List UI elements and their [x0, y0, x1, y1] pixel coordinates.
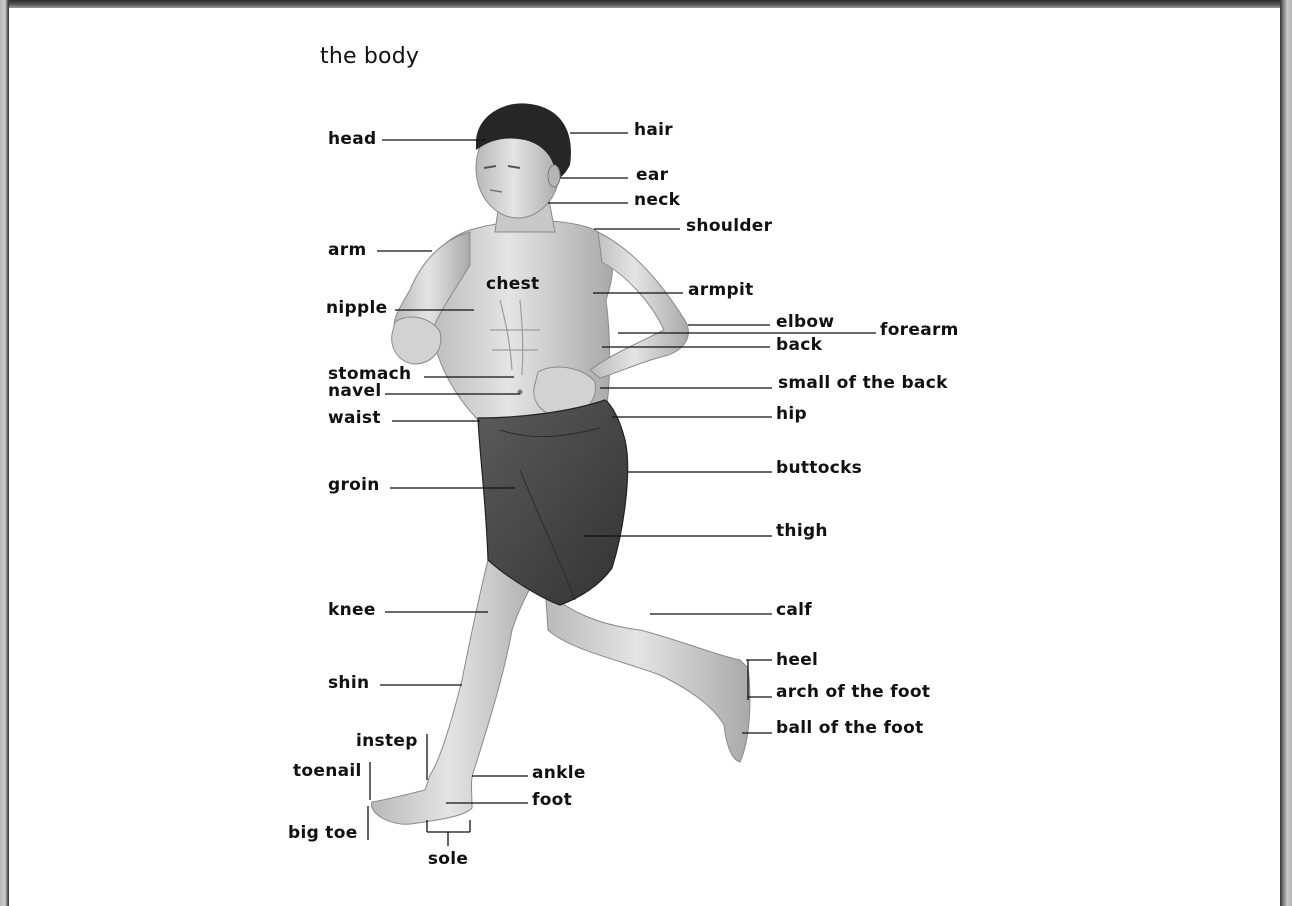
label-knee: knee — [328, 600, 376, 620]
label-chest: chest — [486, 274, 539, 294]
label-ankle: ankle — [532, 763, 586, 783]
label-sole: sole — [428, 849, 468, 869]
label-navel: navel — [328, 381, 382, 401]
label-instep: instep — [356, 731, 418, 751]
label-shoulder: shoulder — [686, 216, 772, 236]
label-big-toe: big toe — [288, 823, 358, 843]
label-toenail: toenail — [293, 761, 362, 781]
front-leg — [371, 560, 545, 824]
front-fist — [392, 317, 441, 364]
label-waist: waist — [328, 408, 381, 428]
label-calf: calf — [776, 600, 812, 620]
label-hip: hip — [776, 404, 807, 424]
label-armpit: armpit — [688, 280, 754, 300]
label-shin: shin — [328, 673, 369, 693]
label-forearm: forearm — [880, 320, 959, 340]
label-heel: heel — [776, 650, 818, 670]
label-arch-of-the-foot: arch of the foot — [776, 682, 930, 702]
label-head: head — [328, 129, 376, 149]
label-buttocks: buttocks — [776, 458, 862, 478]
rear-leg — [545, 585, 750, 762]
label-ball-of-the-foot: ball of the foot — [776, 718, 924, 738]
label-neck: neck — [634, 190, 680, 210]
label-small-of-the-back: small of the back — [778, 373, 948, 393]
label-elbow: elbow — [776, 312, 834, 332]
label-back: back — [776, 335, 822, 355]
label-ear: ear — [636, 165, 668, 185]
label-groin: groin — [328, 475, 380, 495]
label-hair: hair — [634, 120, 673, 140]
label-arm: arm — [328, 240, 366, 260]
label-foot: foot — [532, 790, 572, 810]
label-thigh: thigh — [776, 521, 828, 541]
label-nipple: nipple — [326, 298, 387, 318]
